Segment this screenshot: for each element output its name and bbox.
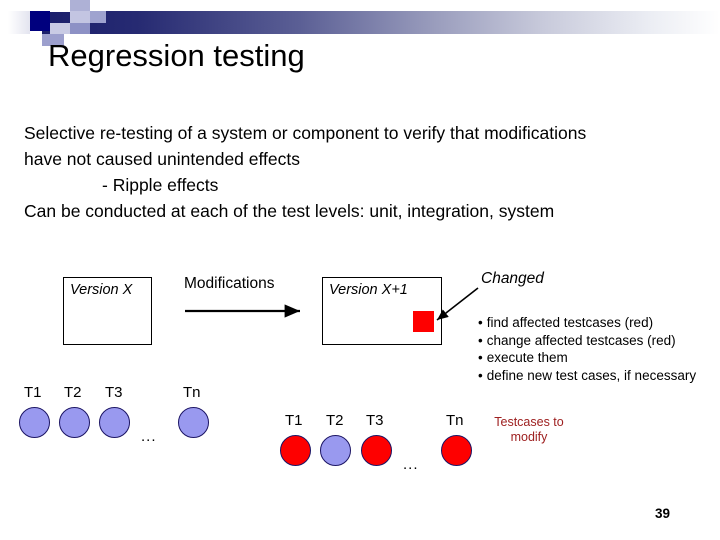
testcase-before-ellipsis: ...	[141, 428, 157, 445]
testcase-after-circle-2[interactable]	[320, 435, 351, 466]
testcase-after-circle-1[interactable]	[280, 435, 311, 466]
body-line-test-levels: Can be conducted at each of the test lev…	[24, 201, 555, 221]
bullet-text-3: execute them	[486, 350, 568, 365]
changed-label: Changed	[481, 270, 544, 287]
header-gradient-bar	[42, 11, 720, 34]
version-x-plus-1-box: Version X+1	[322, 277, 442, 345]
header-decor-square-6	[42, 34, 64, 46]
body-line-ripple-effects: - Ripple effects	[102, 175, 219, 195]
bullet-glyph-icon: •	[478, 350, 483, 365]
page-title: Regression testing	[48, 38, 305, 73]
header-decor-square-4	[50, 23, 70, 34]
header-decor-square-fade	[8, 11, 30, 34]
bullet-glyph-icon: •	[478, 315, 483, 330]
bullet-text-4: define new test cases, if necessary	[486, 367, 697, 383]
testcase-before-label-1: T1	[24, 384, 42, 401]
changed-pointer-arrow	[436, 287, 479, 321]
testcases-to-modify-note: Testcases to modify	[494, 415, 564, 444]
testcase-after-label-2: T2	[326, 412, 344, 429]
testcase-after-circle-3[interactable]	[361, 435, 392, 466]
version-x-label: Version X	[70, 282, 133, 298]
bullet-item-1: •find affected testcases (red)	[478, 314, 718, 332]
testcase-before-circle-2[interactable]	[59, 407, 90, 438]
testcase-after-ellipsis: ...	[403, 456, 419, 473]
changed-code-marker	[413, 311, 434, 332]
header-decor-square-5	[70, 23, 90, 34]
testcase-before-label-3: T3	[105, 384, 123, 401]
version-x-plus-1-label: Version X+1	[329, 282, 408, 298]
bullet-text-2: change affected testcases (red)	[486, 332, 676, 348]
bullet-item-4: •define new test cases, if necessary	[478, 367, 718, 385]
header-decor-square-dark	[30, 11, 50, 31]
testcase-before-circle-4[interactable]	[178, 407, 209, 438]
testcase-before-circle-3[interactable]	[99, 407, 130, 438]
header-decor-square-3	[90, 11, 106, 23]
header-decor-square-1	[70, 0, 90, 11]
testcase-after-label-4: Tn	[446, 412, 464, 429]
testcase-before-circle-1[interactable]	[19, 407, 50, 438]
header-decor-square-gap	[50, 0, 70, 12]
bullet-item-2: •change affected testcases (red)	[478, 332, 718, 350]
testcase-before-label-4: Tn	[183, 384, 201, 401]
testcase-before-label-2: T2	[64, 384, 82, 401]
testcase-after-label-1: T1	[285, 412, 303, 429]
body-line-1: Selective re-testing of a system or comp…	[24, 123, 587, 143]
header-decor-square-white	[64, 34, 76, 46]
actions-bullet-list: •find affected testcases (red) •change a…	[478, 314, 718, 384]
testcase-after-label-3: T3	[366, 412, 384, 429]
bullet-glyph-icon: •	[478, 367, 483, 383]
body-line-2: have not caused unintended effects	[24, 149, 301, 169]
modifications-label: Modifications	[184, 275, 275, 292]
bullet-item-3: •execute them	[478, 349, 718, 367]
body-text-block: Selective re-testing of a system or comp…	[24, 120, 696, 224]
page-number: 39	[655, 506, 671, 521]
bullet-text-1: find affected testcases (red)	[486, 315, 654, 330]
version-x-box: Version X	[63, 277, 152, 345]
header-decor-square-2	[70, 11, 90, 23]
testcase-after-circle-4[interactable]	[441, 435, 472, 466]
bullet-glyph-icon: •	[478, 332, 483, 348]
